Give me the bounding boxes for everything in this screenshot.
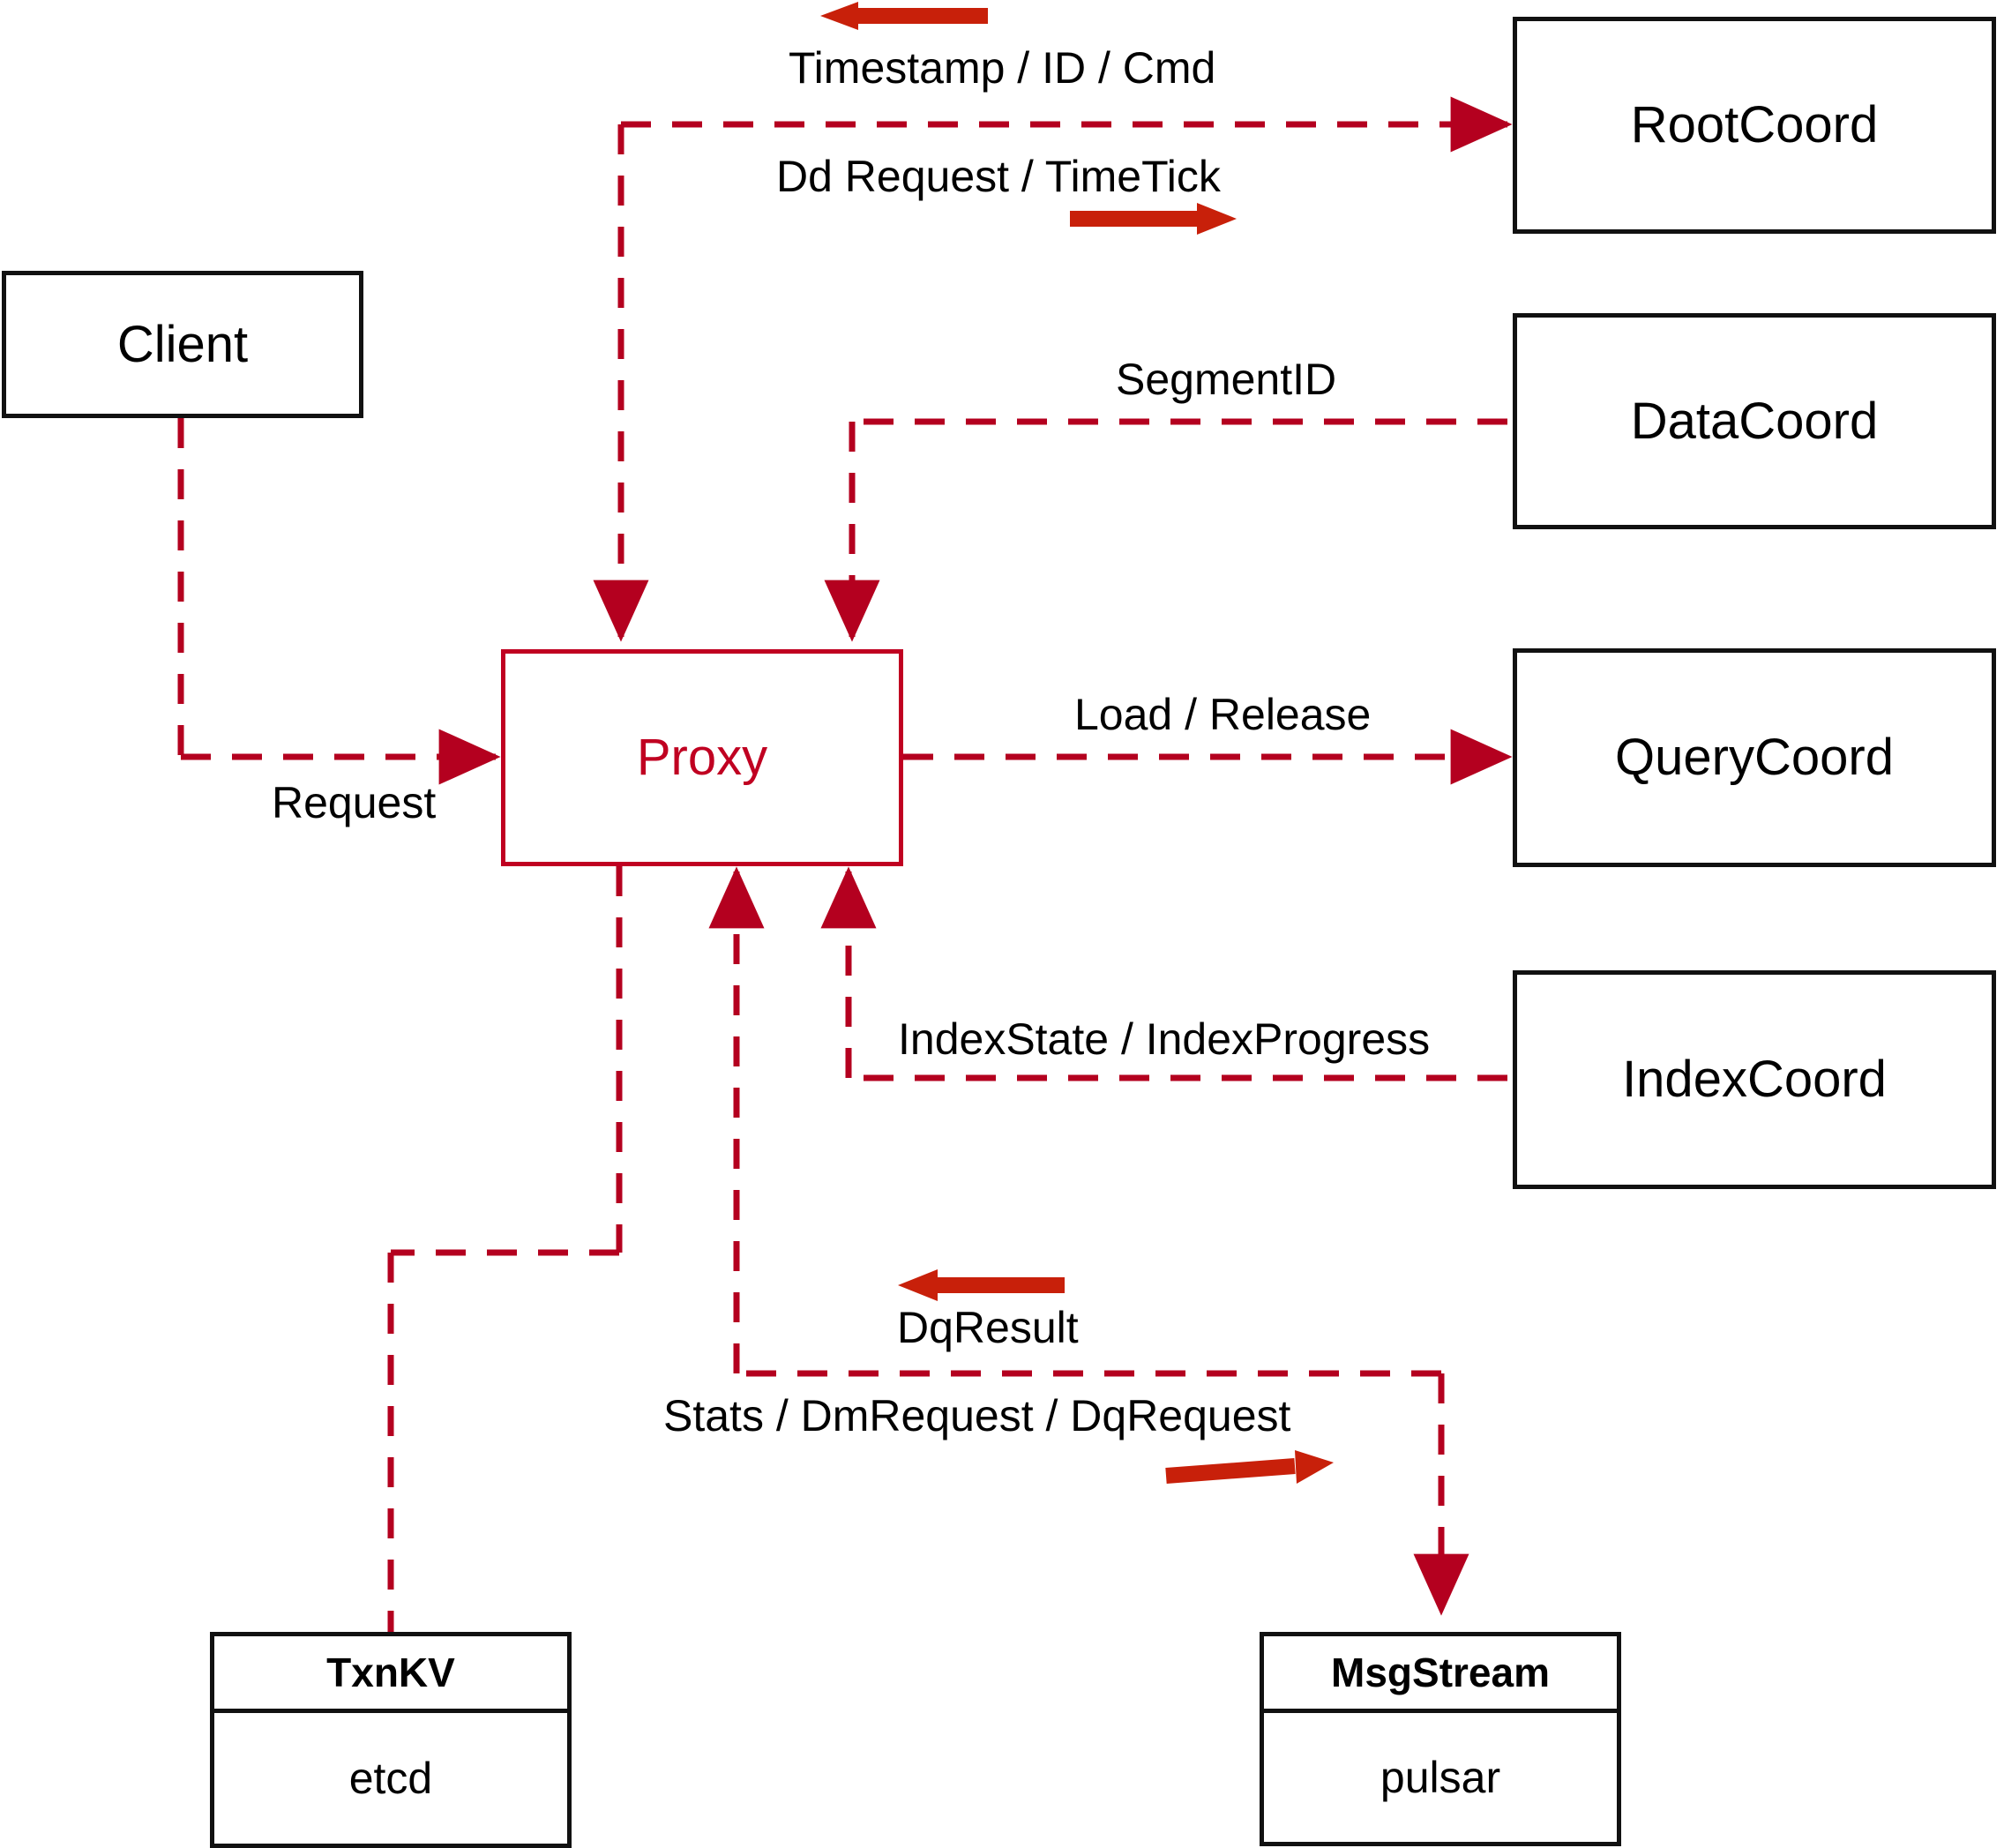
node-proxy[interactable]: Proxy <box>501 649 903 866</box>
edge-label-request: Request <box>272 778 437 827</box>
node-rootcoord[interactable]: RootCoord <box>1513 17 1996 234</box>
node-datacoord-label: DataCoord <box>1630 392 1879 450</box>
edge-label-load-release: Load / Release <box>1074 690 1372 739</box>
edge-msgstream-proxy <box>708 866 1469 1616</box>
edge-label-stats-dm-dq-request: Stats / DmRequest / DqRequest <box>663 1391 1291 1440</box>
node-msgstream-body: pulsar <box>1380 1753 1501 1802</box>
edge-proxy-to-txnkv <box>387 866 623 1632</box>
direction-arrow-stats <box>1165 1450 1334 1484</box>
edge-label-dq-result: DqResult <box>897 1303 1079 1352</box>
node-rootcoord-label: RootCoord <box>1630 96 1879 153</box>
edge-label-segment-id: SegmentID <box>1116 355 1337 404</box>
node-txnkv-body: etcd <box>348 1754 433 1803</box>
edge-label-dd-request-timetick: Dd Request / TimeTick <box>776 152 1221 201</box>
edge-indexcoord-to-proxy <box>820 866 1507 1081</box>
node-datacoord[interactable]: DataCoord <box>1513 313 1996 529</box>
node-msgstream[interactable]: MsgStream pulsar <box>1260 1632 1621 1846</box>
node-indexcoord[interactable]: IndexCoord <box>1513 970 1996 1189</box>
node-indexcoord-label: IndexCoord <box>1622 1051 1887 1108</box>
direction-arrow-ddrequest <box>1070 203 1237 235</box>
node-msgstream-header: MsgStream <box>1264 1636 1617 1713</box>
edge-label-timestamp-id-cmd: Timestamp / ID / Cmd <box>789 43 1216 93</box>
node-txnkv-header: TxnKV <box>214 1636 567 1713</box>
edge-datacoord-to-proxy <box>824 418 1507 642</box>
node-client[interactable]: Client <box>2 271 363 418</box>
edge-proxy-to-rootcoord <box>593 96 1513 642</box>
node-querycoord-label: QueryCoord <box>1615 729 1894 786</box>
edge-label-index-state-progress: IndexState / IndexProgress <box>898 1014 1431 1064</box>
node-txnkv[interactable]: TxnKV etcd <box>210 1632 572 1848</box>
direction-arrow-timestamp <box>820 2 988 30</box>
node-client-label: Client <box>116 315 249 373</box>
direction-arrow-dqresult <box>898 1269 1065 1301</box>
node-querycoord[interactable]: QueryCoord <box>1513 648 1996 867</box>
edge-client-to-proxy <box>177 418 501 785</box>
node-proxy-label: Proxy <box>636 729 768 786</box>
